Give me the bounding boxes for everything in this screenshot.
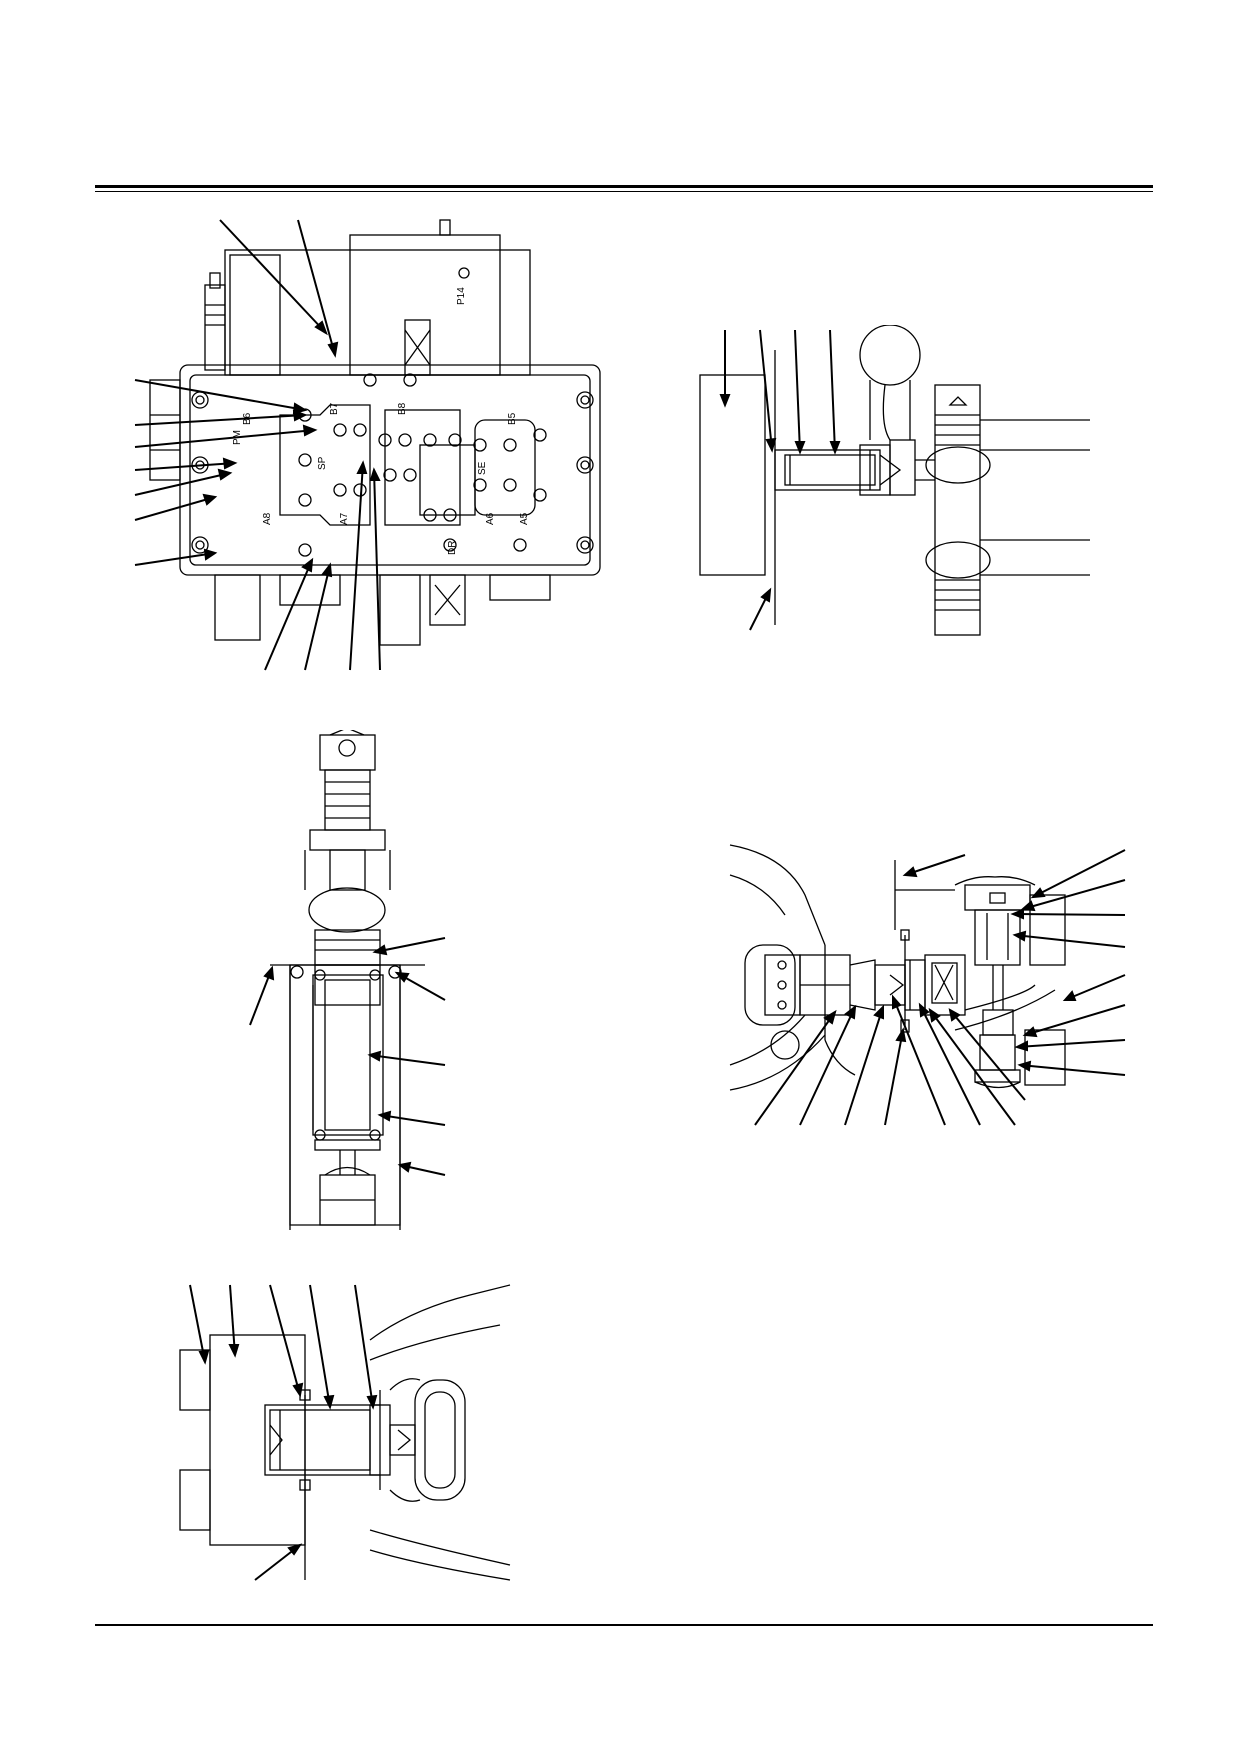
header-rule-thick [95,185,1153,188]
figure-lower-spool-section [179,1284,511,1581]
port-label: B8 [397,402,408,415]
port-label: DR [447,541,458,555]
port-label: SP [317,456,328,470]
port-label: A8 [262,512,273,525]
port-label: A6 [485,512,496,525]
figure-vertical-spool-section [249,730,446,1230]
figure-control-valve-block: B6 B7 B8 B5 PM A8 A7 A6 A5 P14 DR SE SP [134,219,601,671]
header-rule-thin [95,191,1153,192]
port-label: A7 [339,512,350,525]
port-label: B7 [329,402,340,415]
footer-rule [95,1624,1153,1626]
port-label: SE [477,461,488,475]
figure-valve-section-upper-right [699,325,1090,636]
figure-relief-valve-section [729,844,1126,1126]
port-label: P14 [456,287,467,305]
port-label: A5 [519,512,530,525]
port-label: B5 [507,412,518,425]
